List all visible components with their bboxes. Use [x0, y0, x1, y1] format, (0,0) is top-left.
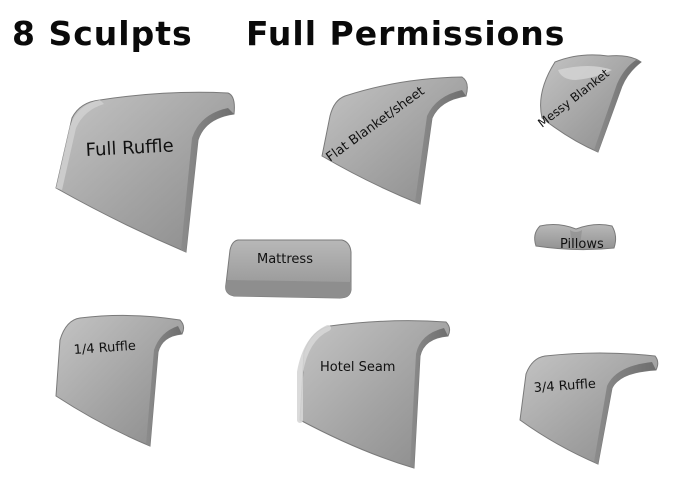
- sculpt-quarter-ruffle: 1/4 Ruffle: [55, 314, 185, 447]
- pillows-dip: [570, 230, 582, 246]
- hotel-seam-seam: [297, 325, 331, 423]
- quarter-ruffle-label: 1/4 Ruffle: [73, 339, 136, 358]
- messy-blanket-edge: [594, 60, 641, 152]
- sculpt-three-quarter-ruffle: 3/4 Ruffle: [519, 352, 659, 465]
- full-ruffle-edge: [181, 108, 234, 252]
- pillows-label: Pillows: [560, 237, 604, 252]
- three-quarter-ruffle-label: 3/4 Ruffle: [533, 377, 596, 396]
- full-ruffle-label: Full Ruffle: [85, 135, 174, 161]
- mattress-side: [225, 280, 351, 298]
- sculpt-flat-blanket: Flat Blanket/sheet: [321, 76, 468, 205]
- sculpt-count-title: 8 Sculpts: [12, 14, 193, 53]
- sculpt-pillows: Pillows: [534, 224, 617, 252]
- three-quarter-ruffle-edge: [594, 362, 656, 464]
- permissions-title: Full Permissions: [246, 14, 566, 53]
- sculpt-full-ruffle: Full Ruffle: [55, 91, 235, 253]
- sculpt-messy-blanket: Messy Blanket: [535, 54, 642, 153]
- sculpt-mattress: Mattress: [225, 239, 352, 299]
- messy-blanket-wrinkle: [558, 66, 612, 80]
- quarter-ruffle-edge: [146, 326, 182, 446]
- hotel-seam-label: Hotel Seam: [320, 360, 395, 375]
- sculpt-hotel-seam: Hotel Seam: [297, 320, 451, 469]
- full-ruffle-fold: [56, 100, 104, 190]
- mattress-label: Mattress: [257, 252, 313, 267]
- three-quarter-ruffle-shape: [519, 352, 659, 465]
- flat-blanket-edge: [415, 90, 466, 204]
- hotel-seam-edge: [410, 328, 448, 468]
